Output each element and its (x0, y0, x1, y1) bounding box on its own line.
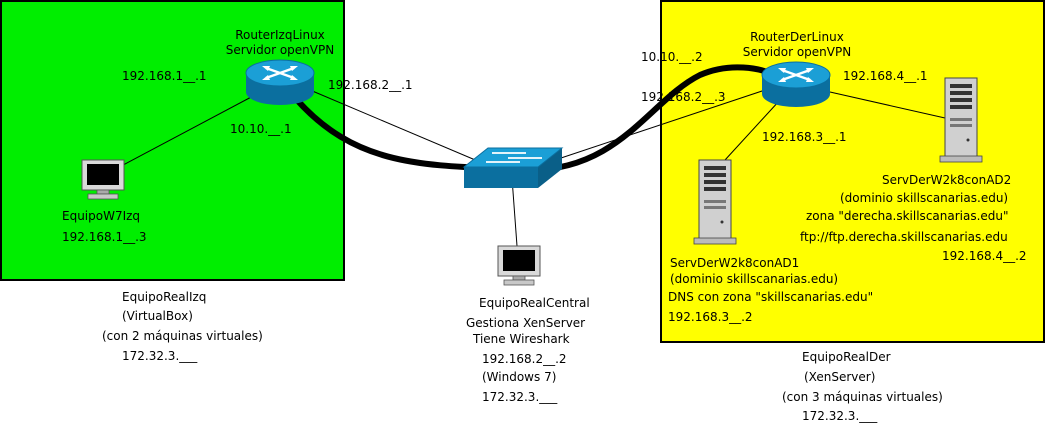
server2-ip: 192.168.4__.2 (942, 249, 1027, 263)
router-left-role: Servidor openVPN (225, 43, 335, 57)
router-left-vpn-ip: 10.10.__.1 (230, 122, 292, 136)
router-right-role: Servidor openVPN (742, 45, 852, 59)
router-right-ip3: 192.168.3__.1 (762, 130, 847, 144)
left-host-zone (0, 0, 345, 281)
host-left-name: EquipoRealIzq (122, 290, 207, 304)
host-right-name: EquipoRealDer (802, 350, 891, 364)
host-left-ip: 172.32.3.___ (122, 349, 198, 363)
server-icon (693, 159, 737, 245)
router-right-name: RouterDerLinux (750, 30, 844, 44)
router-right-label: RouterDerLinux Servidor openVPN (722, 30, 872, 60)
link-router-left-to-pc (109, 94, 256, 173)
router-left-name: RouterIzqLinux (235, 28, 325, 42)
server2-ftp: ftp://ftp.derecha.skillscanarias.edu (800, 230, 1008, 244)
host-right-vms: (con 3 máquinas virtuales) (782, 390, 943, 404)
pc-left-name: EquipoW7Izq (62, 209, 141, 223)
host-left-soft: (VirtualBox) (122, 309, 193, 323)
central-os: (Windows 7) (482, 370, 557, 384)
workstation-icon (81, 159, 125, 200)
router-left-label: RouterIzqLinux Servidor openVPN (205, 28, 355, 58)
router-icon (245, 59, 315, 105)
router-right-wan-ip: 192.168.2__.3 (641, 90, 726, 104)
vpn-tunnel-link (294, 64, 778, 174)
pc-left-ip: 192.168.1__.3 (62, 230, 147, 244)
server2-domain: (dominio skillscanarias.edu) (840, 191, 1009, 205)
server1-dns: DNS con zona "skillscanarias.edu" (668, 290, 874, 304)
host-right-soft: (XenServer) (804, 370, 876, 384)
server-icon (939, 77, 983, 163)
server2-zone: zona "derecha.skillscanarias.edu" (806, 209, 1009, 223)
link-router-right-to-srv1 (724, 99, 781, 161)
link-router-left-to-switch (309, 89, 481, 163)
central-line2: Tiene Wireshark (473, 332, 570, 346)
host-right-ip: 172.32.3.___ (802, 409, 878, 423)
server1-ip: 192.168.3__.2 (668, 310, 753, 324)
router-left-lan-ip: 192.168.1__.1 (122, 69, 207, 83)
switch-icon (462, 147, 564, 188)
link-switch-to-central (511, 177, 518, 247)
central-ip: 192.168.2__.2 (482, 352, 567, 366)
link-router-right-to-switch (554, 89, 766, 161)
link-router-right-to-srv2 (829, 91, 946, 119)
host-left-vms: (con 2 máquinas virtuales) (102, 329, 263, 343)
central-line1: Gestiona XenServer (466, 316, 586, 330)
central-ip2: 172.32.3.___ (482, 390, 558, 404)
router-icon (761, 61, 831, 107)
server2-name: ServDerW2k8conAD2 (882, 173, 1012, 187)
server1-name: ServDerW2k8conAD1 (670, 256, 800, 270)
router-right-vpn-ip: 10.10.__.2 (641, 50, 703, 64)
central-name: EquipoRealCentral (479, 296, 590, 310)
router-left-wan-ip: 192.168.2__.1 (328, 78, 413, 92)
router-right-ip4: 192.168.4__.1 (843, 69, 928, 83)
server1-domain: (dominio skillscanarias.edu) (670, 272, 839, 286)
workstation-icon (497, 245, 541, 286)
